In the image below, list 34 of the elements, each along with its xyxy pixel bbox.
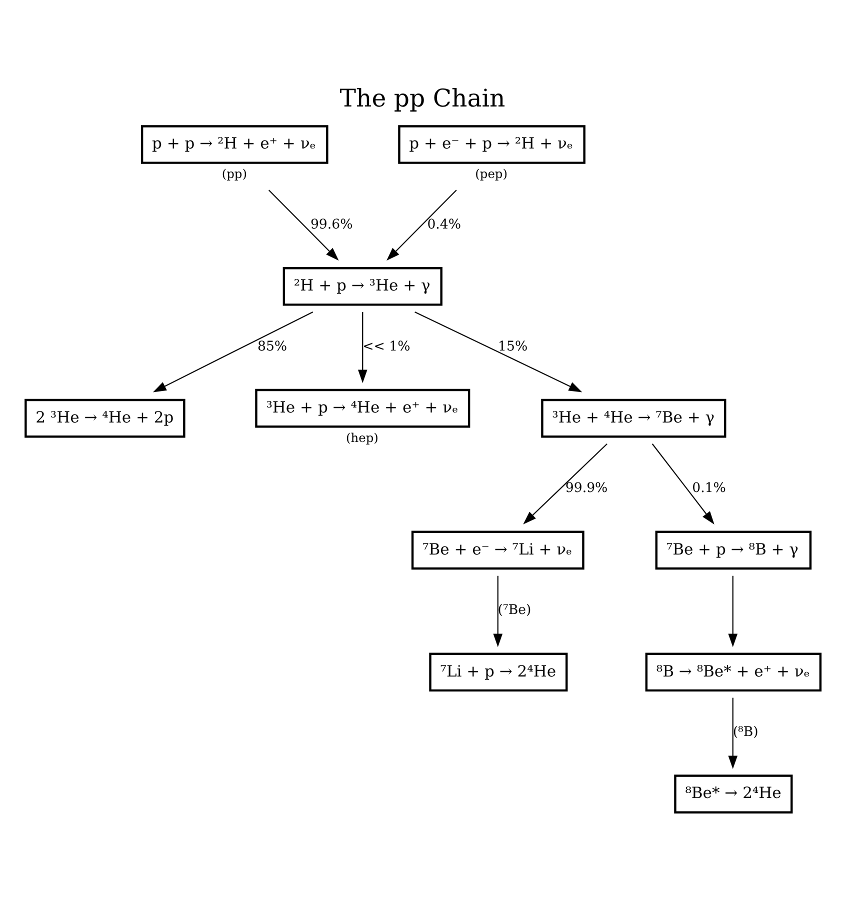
node-box: ⁷Be + p → ⁸B + γ — [655, 530, 812, 570]
arrow — [523, 442, 608, 524]
node-box: ⁷Li + p → 2⁴He — [429, 652, 568, 692]
node-box: ²H + p → ³He + γ — [282, 266, 442, 306]
arrow — [414, 310, 582, 392]
edge-label: 0.4% — [427, 216, 462, 232]
arrow — [652, 443, 714, 524]
node-label: (pep) — [475, 166, 508, 181]
node-box: ⁸Be* → 2⁴He — [674, 774, 793, 813]
arrow — [268, 189, 339, 260]
edge-label: (⁷Be) — [498, 602, 532, 618]
edge-label: (⁸B) — [732, 724, 758, 740]
node-box: 2 ³He → ⁴He + 2p — [24, 398, 186, 438]
edge-label: 99.6% — [310, 216, 353, 232]
edge-label: 15% — [498, 338, 528, 354]
node-box: ⁸B → ⁸Be* + e⁺ + νₑ — [645, 652, 822, 692]
node-box: ³He + ⁴He → ⁷Be + γ — [541, 398, 726, 438]
node-box: ³He + p → ⁴He + e⁺ + νₑ — [255, 388, 470, 428]
arrow — [152, 310, 314, 392]
arrow — [493, 575, 503, 647]
diagram-title: The pp Chain — [340, 82, 506, 112]
arrow — [386, 189, 457, 260]
arrow — [728, 575, 738, 647]
arrow — [358, 311, 368, 383]
node-box: p + p → ²H + e⁺ + νₑ — [140, 124, 328, 164]
edge-label: 85% — [258, 338, 288, 354]
node-box: ⁷Be + e⁻ → ⁷Li + νₑ — [411, 530, 584, 570]
node-label: (pp) — [222, 166, 247, 181]
node-box: p + e⁻ + p → ²H + νₑ — [398, 124, 586, 164]
arrow — [728, 697, 738, 769]
node-label: (hep) — [346, 430, 378, 444]
edge-label: 0.1% — [692, 480, 726, 496]
edge-label: 99.9% — [565, 480, 608, 496]
edge-label: << 1% — [362, 338, 410, 354]
